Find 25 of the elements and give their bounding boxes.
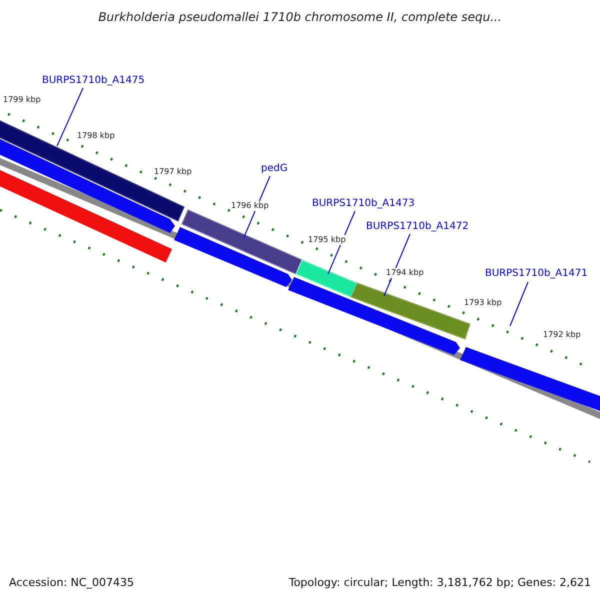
leader-line	[56, 88, 84, 146]
tick-label: 1798 kbp	[76, 131, 116, 141]
accession-text: Accession: NC_007435	[9, 576, 134, 589]
gene-feature-bar	[181, 209, 303, 275]
gene-feature-bar	[0, 139, 175, 233]
gene-label: BURPS1710b_A1472	[366, 221, 469, 233]
gene-feature-bar	[295, 259, 358, 298]
tick-label: 1792 kbp	[542, 330, 582, 340]
map-title: Burkholderia pseudomallei 1710b chromosome II, complete sequ...	[97, 10, 503, 24]
gene-feature-bar	[460, 347, 600, 411]
gene-label: BURPS1710b_A1471	[485, 268, 588, 280]
tick-label: 1796 kbp	[230, 201, 270, 211]
gene-feature-bar	[174, 227, 292, 287]
tick-label: 1799 kbp	[2, 95, 42, 105]
tick-label: 1795 kbp	[307, 235, 347, 245]
gene-label: BURPS1710b_A1475	[42, 75, 145, 87]
gene-feature-bar	[288, 277, 460, 355]
sequence-info: Topology: circular; Length: 3,181,762 bp; Genes: 2,621	[288, 576, 591, 589]
tick-label: 1793 kbp	[463, 298, 503, 308]
leader-line	[510, 282, 528, 326]
tick-label: 1797 kbp	[153, 167, 193, 177]
gene-feature-bar	[0, 170, 172, 262]
tick-label: 1794 kbp	[385, 268, 425, 278]
gene-label: pedG	[261, 163, 288, 175]
gene-label: BURPS1710b_A1473	[312, 198, 415, 210]
